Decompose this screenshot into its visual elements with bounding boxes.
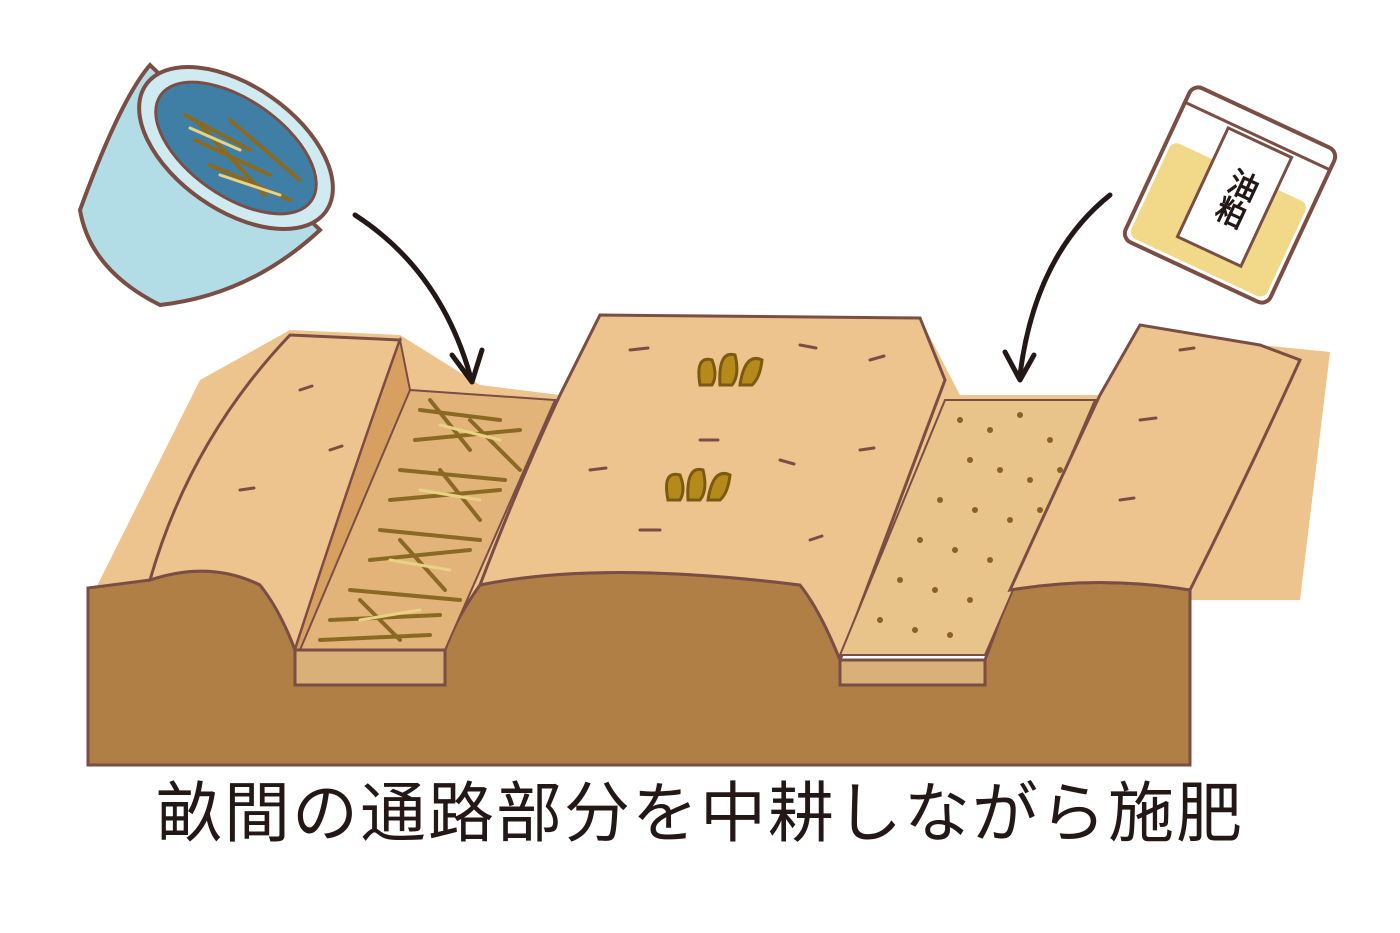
arrow-bag-to-furrow (1002, 192, 1113, 383)
soil-cross-section (86, 569, 1192, 767)
soil-texture (238, 343, 1196, 542)
right-furrow-bottom (838, 658, 987, 687)
arrow-right-head (1002, 349, 1037, 383)
seedling (665, 467, 732, 502)
mulch-cup (77, 62, 335, 308)
left-furrow-bottom (293, 648, 447, 687)
arrow-cup-to-furrow (352, 212, 485, 385)
straw-highlight (358, 423, 502, 622)
caption: 畝間の通路部分を中耕しながら施肥 (156, 775, 1244, 852)
arrow-left-line (352, 212, 473, 378)
oil-cake-bag: 油粕 (1122, 85, 1338, 305)
bag-label (1175, 125, 1294, 269)
right-ridge (1007, 323, 1303, 592)
oil-cake-powder (877, 412, 1063, 638)
right-furrow-bed (838, 399, 1097, 656)
arrow-left-head (449, 347, 485, 385)
seedling (697, 352, 764, 387)
arrow-right-line (1017, 192, 1113, 378)
